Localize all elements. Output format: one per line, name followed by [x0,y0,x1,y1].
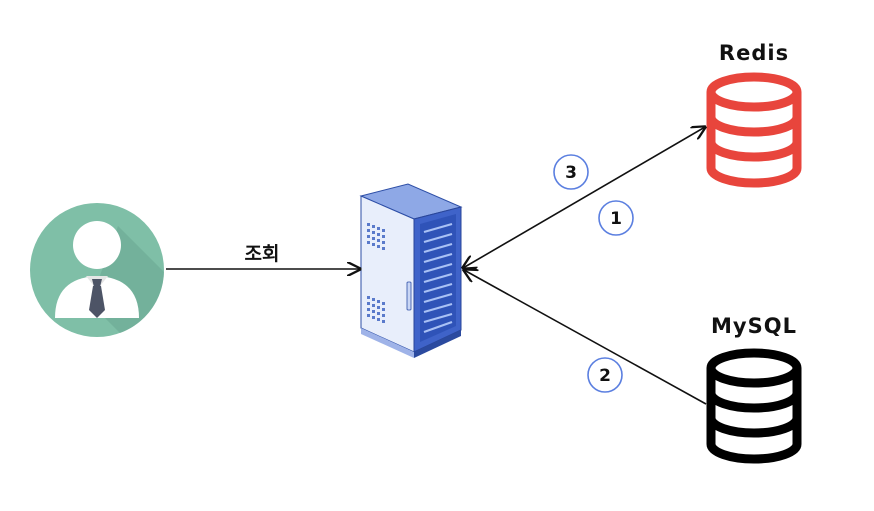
server-rack-icon [359,183,463,358]
step-1-badge: 1 [598,200,634,236]
mysql-database-icon [706,348,802,464]
step-3-number: 3 [565,163,577,183]
user-to-server-label: 조회 [245,243,280,265]
step-2-number: 2 [599,366,611,386]
redis-database-icon [706,72,802,188]
step-2-badge: 2 [587,357,623,393]
server-redis-arrow [463,127,705,268]
redis-label: Redis [719,41,789,65]
user-avatar-icon [30,203,164,337]
step-3-badge: 3 [553,154,589,190]
mysql-label: MySQL [711,314,797,338]
mysql-to-server-arrow [464,270,707,405]
step-1-number: 1 [610,209,622,229]
